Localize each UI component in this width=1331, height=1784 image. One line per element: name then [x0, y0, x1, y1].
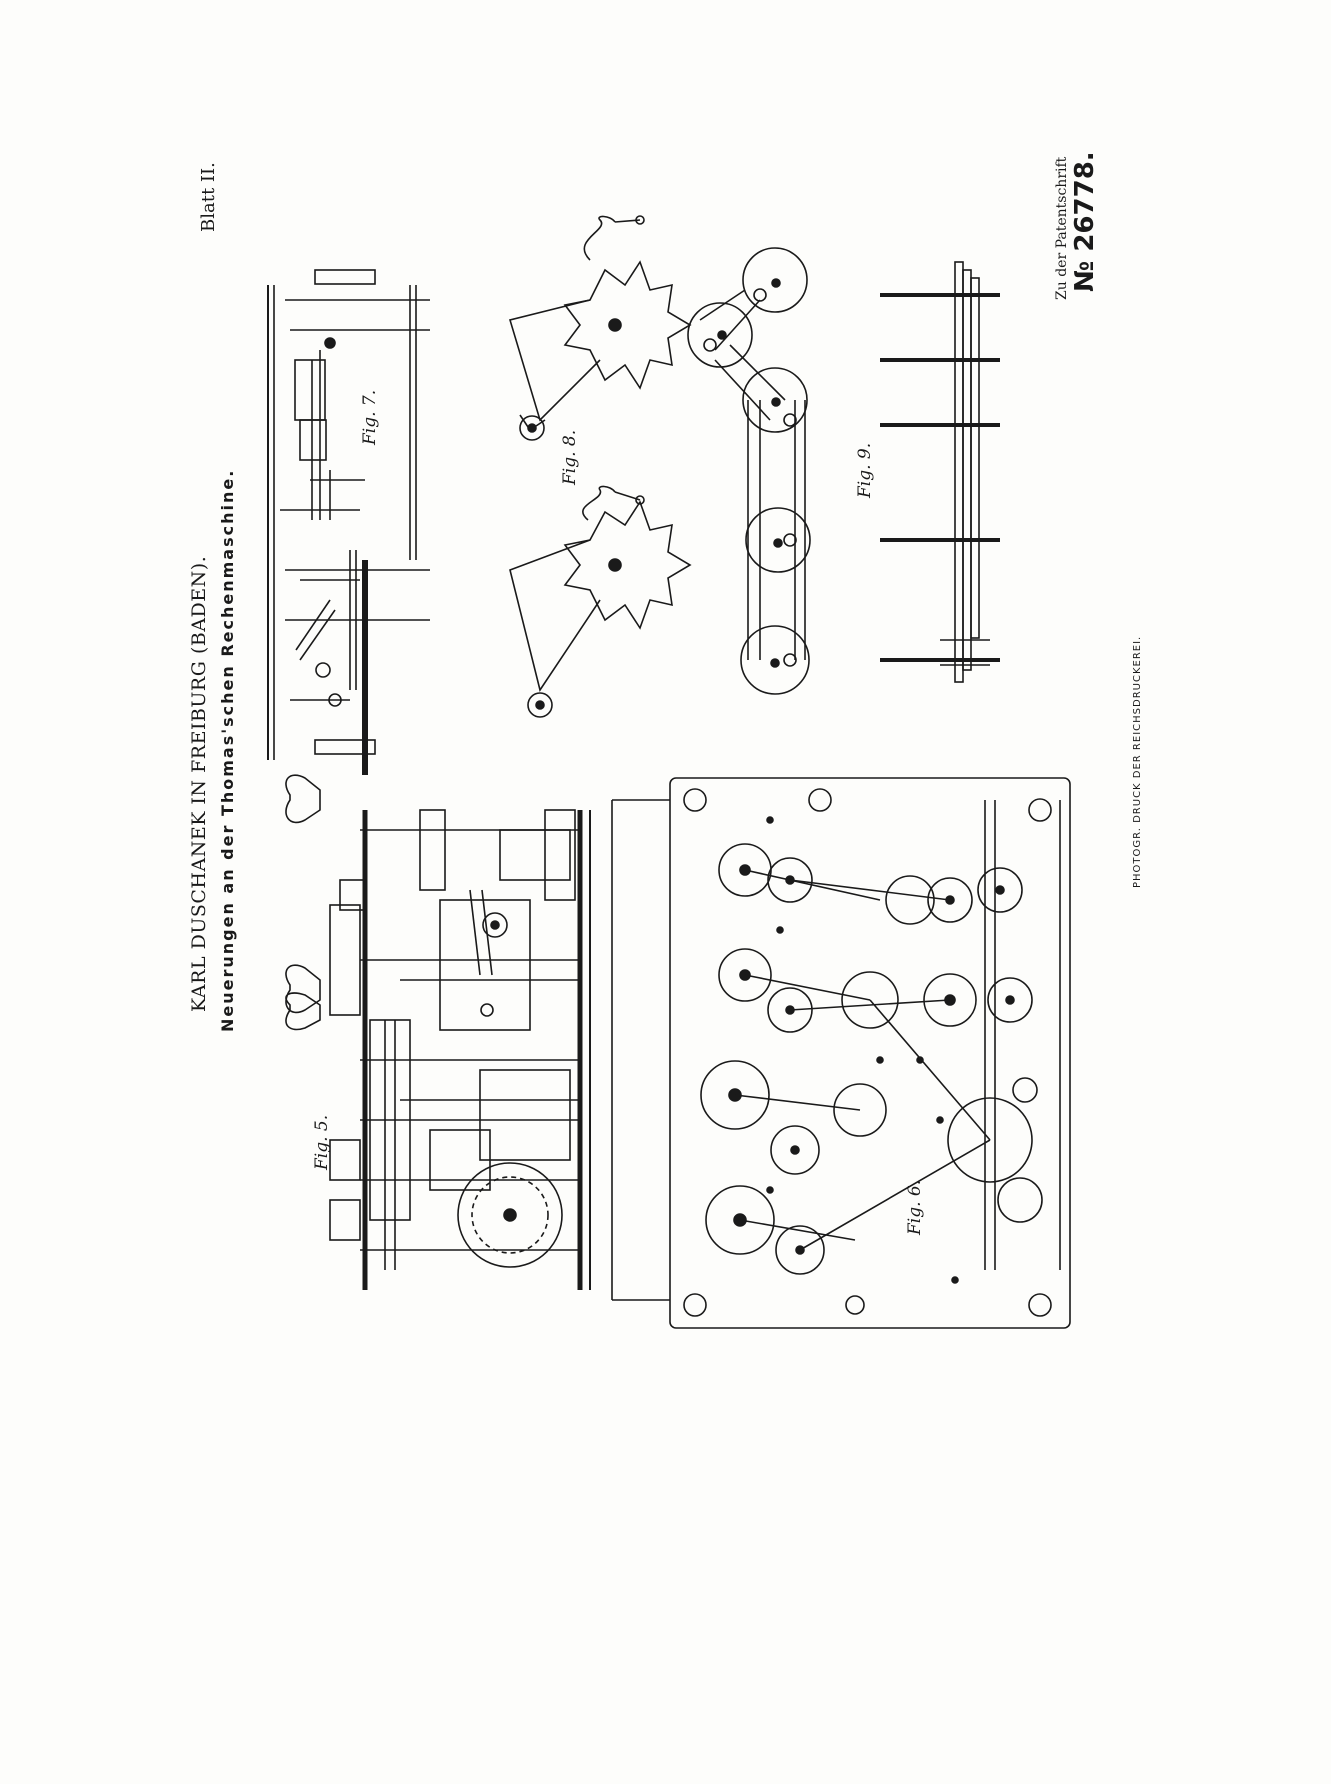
fig5-drawing	[285, 774, 591, 1290]
fig6-label: Fig. 6.	[905, 1179, 925, 1235]
fig8-label: Fig. 8.	[560, 429, 580, 485]
patent-reference: Zu der Patentschrift	[1054, 156, 1070, 300]
fig9-label: Fig. 9.	[855, 442, 875, 498]
sheet-number: Blatt II.	[198, 162, 219, 232]
fig9-drawing	[687, 247, 811, 695]
fig7-label: Fig. 7.	[360, 389, 380, 445]
fig6-drawing	[611, 777, 1071, 1329]
printer-imprint: PHOTOGR. DRUCK DER REICHSDRUCKEREI.	[1132, 635, 1143, 888]
drawing-title: Neuerungen an der Thomas'schen Rechenmas…	[218, 468, 237, 1032]
fig5-label: Fig. 5.	[312, 1114, 332, 1170]
fig9-plates	[880, 261, 1000, 683]
fig8-drawing	[508, 215, 692, 718]
fig7-drawing	[267, 269, 430, 775]
author-line: KARL DUSCHANEK IN FREIBURG (BADEN).	[188, 555, 210, 1012]
patent-number: № 26778.	[1070, 151, 1100, 292]
